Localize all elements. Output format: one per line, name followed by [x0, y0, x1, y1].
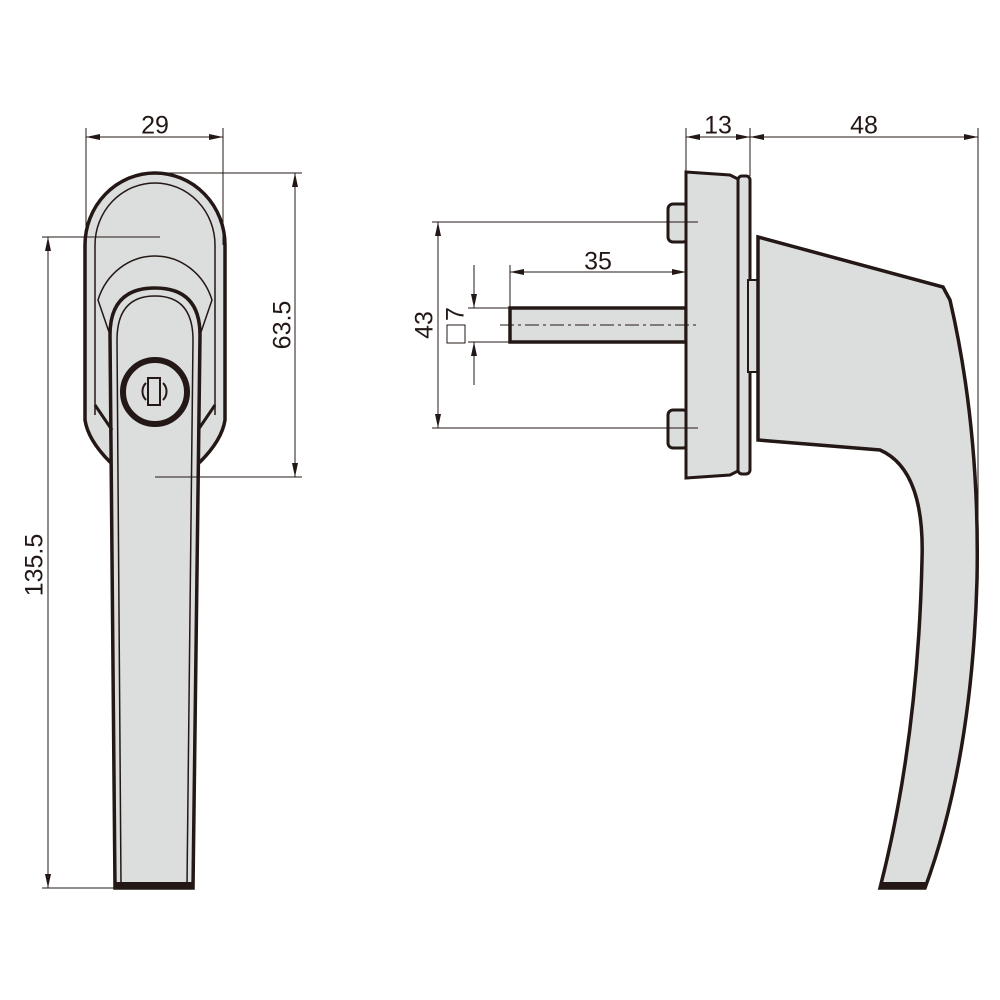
dimension-rose-height: 63.5 [268, 300, 297, 350]
dimension-width-29: 29 [141, 111, 169, 140]
front-view [83, 171, 227, 890]
front-dimensions [42, 128, 302, 889]
side-dimensions [432, 128, 979, 570]
dimension-spindle-length: 35 [584, 247, 612, 276]
dimension-screw-spacing: 43 [410, 311, 439, 339]
dimension-spindle-square: 7 [441, 307, 470, 321]
dimension-handle-projection: 48 [850, 111, 878, 140]
lever-front [108, 286, 202, 890]
lever-side [756, 234, 979, 890]
side-view [508, 170, 979, 890]
dimension-plate-depth: 13 [704, 111, 732, 140]
dimension-total-height: 135.5 [20, 533, 49, 597]
